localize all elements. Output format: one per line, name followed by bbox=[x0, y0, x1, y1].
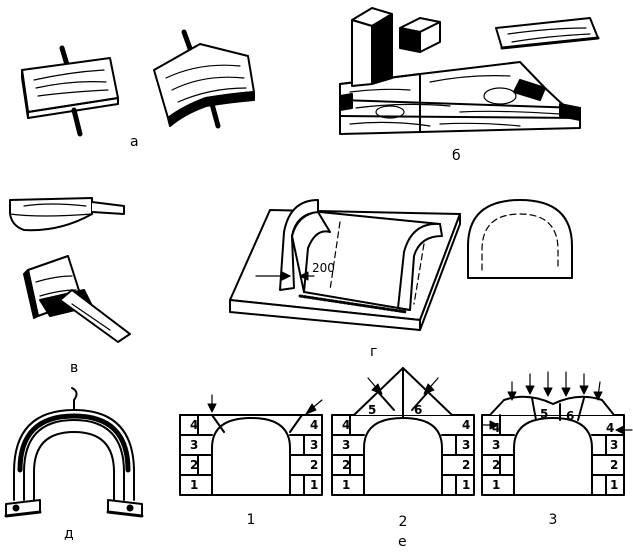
figure-e-arch-3 bbox=[481, 371, 633, 496]
label-v: в bbox=[70, 360, 78, 376]
arch-2-stone-left-1: 1 bbox=[342, 478, 350, 492]
arch-2-stone-right-1: 1 bbox=[462, 478, 470, 492]
figure-e-arch-1 bbox=[179, 394, 323, 496]
arch-3-stone-left-1: 1 bbox=[492, 478, 500, 492]
arch-3-stone-6: 6 bbox=[566, 409, 574, 423]
arch-2-stone-left-2: 2 bbox=[342, 458, 350, 472]
arch-1-stone-right-2: 2 bbox=[310, 458, 318, 472]
dimension-label: 200 bbox=[312, 261, 335, 275]
arch-2-stone-right-3: 3 bbox=[462, 438, 470, 452]
arch-1-stone-left-4: 4 bbox=[190, 418, 198, 432]
label-a: а bbox=[130, 134, 139, 150]
label-b: б bbox=[452, 148, 461, 164]
arch-2-stone-left-4: 4 bbox=[342, 418, 350, 432]
arch-2-stone-right-4: 4 bbox=[462, 418, 470, 432]
arch-3-stone-right-3: 3 bbox=[610, 438, 618, 452]
figure-g-form bbox=[229, 199, 461, 331]
arch-1-stone-left-1: 1 bbox=[190, 478, 198, 492]
arch-1-stone-right-4: 4 bbox=[310, 418, 318, 432]
arch-3-stone-left-2: 2 bbox=[492, 458, 500, 472]
figure-g-profile bbox=[467, 199, 573, 279]
label-g: г bbox=[370, 344, 377, 360]
arch-1-stone-left-3: 3 bbox=[190, 438, 198, 452]
figure-v-trowel bbox=[23, 255, 131, 343]
arch-3-stone-5: 5 bbox=[540, 407, 548, 421]
arch-1-stone-right-1: 1 bbox=[310, 478, 318, 492]
figure-e-arch-2 bbox=[331, 367, 475, 496]
figure-a-block-curved bbox=[153, 29, 255, 129]
figure-d-template bbox=[4, 387, 144, 518]
arch-3-stone-left-4: 4 bbox=[492, 421, 500, 435]
arch-2-stone-right-2: 2 bbox=[462, 458, 470, 472]
figure-v-spatula bbox=[9, 197, 125, 232]
figure-b-assembly bbox=[339, 7, 600, 135]
label-e: е bbox=[398, 534, 407, 550]
label-arch-1: 1 bbox=[247, 512, 256, 528]
arch-3-stone-right-2: 2 bbox=[610, 458, 618, 472]
label-arch-3: 3 bbox=[549, 512, 558, 528]
arch-3-stone-right-4: 4 bbox=[606, 421, 614, 435]
label-arch-2: 2 bbox=[399, 514, 408, 530]
arch-2-stone-6: 6 bbox=[414, 403, 422, 417]
label-d: д bbox=[64, 526, 74, 542]
figure-a-block-flat bbox=[21, 45, 119, 137]
arch-3-stone-right-1: 1 bbox=[610, 478, 618, 492]
arch-1-stone-right-3: 3 bbox=[310, 438, 318, 452]
arch-1-stone-left-2: 2 bbox=[190, 458, 198, 472]
arch-3-stone-left-3: 3 bbox=[492, 438, 500, 452]
arch-2-stone-left-3: 3 bbox=[342, 438, 350, 452]
arch-2-stone-5: 5 bbox=[368, 403, 376, 417]
